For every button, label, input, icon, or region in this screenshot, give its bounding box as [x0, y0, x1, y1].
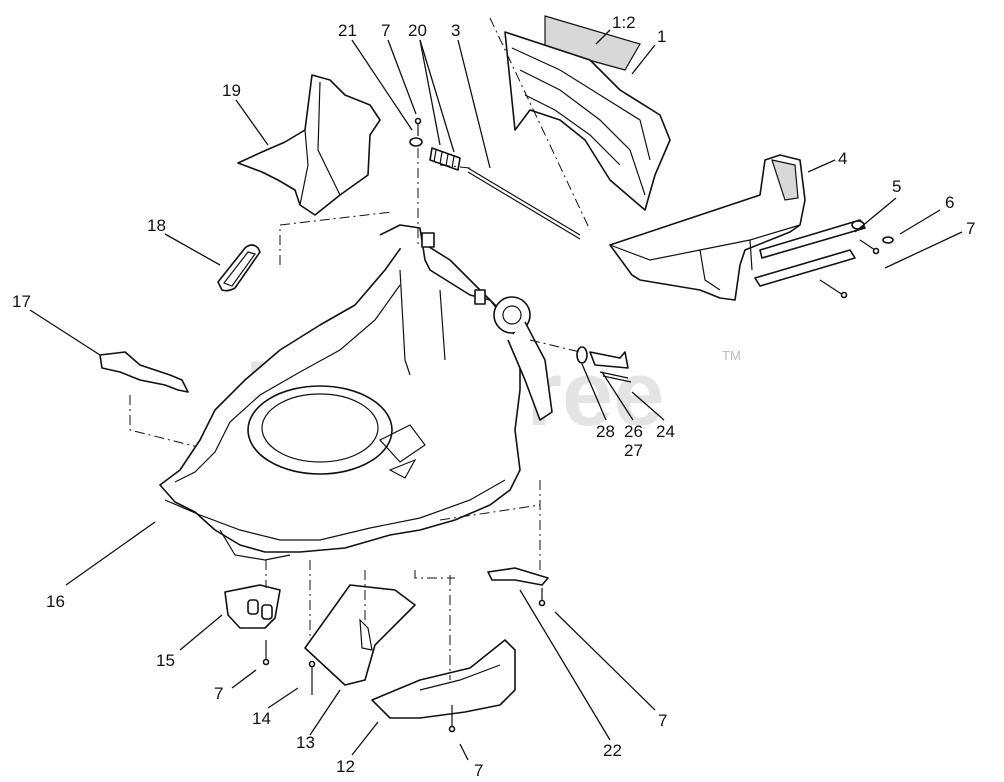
callout-7: 7	[966, 219, 975, 238]
part-26-27-bolt[interactable]	[529, 339, 629, 369]
callout-14: 14	[252, 709, 271, 728]
part-7-screw-baffle[interactable]	[448, 705, 456, 733]
part-7-screw-right[interactable]	[819, 239, 880, 299]
callout-7: 7	[214, 684, 223, 703]
part-12-baffle[interactable]	[371, 570, 516, 719]
callout-20: 20	[408, 21, 427, 40]
part-13-deflector[interactable]	[304, 560, 416, 686]
part-1-rear-shield[interactable]	[489, 15, 671, 231]
part-14-screw[interactable]	[308, 660, 316, 696]
part-16-deck-housing[interactable]	[159, 224, 553, 561]
callout-24: 24	[656, 422, 675, 441]
leader-lines	[29, 29, 963, 761]
callout-5: 5	[892, 177, 901, 196]
callout-7: 7	[658, 711, 667, 730]
part-5-axle[interactable]	[754, 219, 866, 287]
part-18-grommet[interactable]	[217, 244, 261, 292]
part-7-screw-top[interactable]	[414, 117, 422, 137]
callout-17: 17	[12, 292, 31, 311]
callout-1: 1	[657, 27, 666, 46]
callout-4: 4	[838, 149, 847, 168]
callout-7: 7	[381, 21, 390, 40]
callout-21: 21	[338, 21, 357, 40]
part-17-blade[interactable]	[99, 351, 211, 451]
part-7-screw-bracket[interactable]	[262, 640, 270, 666]
callout-27: 27	[624, 441, 643, 460]
part-28-bushing[interactable]	[576, 346, 588, 364]
callout-6: 6	[945, 193, 954, 212]
part-6-clip[interactable]	[882, 236, 894, 244]
part-15-front-bracket[interactable]	[224, 560, 281, 629]
callout-16: 16	[46, 592, 65, 611]
part-20-spring[interactable]	[429, 147, 461, 171]
part-22-plate[interactable]	[439, 480, 549, 586]
watermark-trademark: TM	[722, 348, 741, 363]
callout-19: 19	[222, 81, 241, 100]
callout-13: 13	[296, 733, 315, 752]
part-4-rear-adapter[interactable]	[609, 154, 806, 301]
callout-labels: 21 7 20 3 1:2 1 19 4 5 6 7 18 17 28 26 2…	[12, 13, 975, 780]
callout-7: 7	[474, 761, 483, 780]
part-3-rod[interactable]	[439, 164, 581, 240]
part-19-rear-flap[interactable]	[237, 74, 393, 265]
part-21-washer[interactable]	[409, 137, 423, 147]
callout-18: 18	[147, 216, 166, 235]
callout-12: 12	[336, 757, 355, 776]
callout-3: 3	[451, 21, 460, 40]
part-7-screw-plate[interactable]	[538, 588, 546, 607]
callout-1-2: 1:2	[612, 13, 636, 32]
callout-15: 15	[156, 651, 175, 670]
callout-28: 28	[596, 422, 615, 441]
callout-26: 26	[624, 422, 643, 441]
part-24-spring[interactable]	[599, 371, 632, 383]
callout-22: 22	[603, 741, 622, 760]
